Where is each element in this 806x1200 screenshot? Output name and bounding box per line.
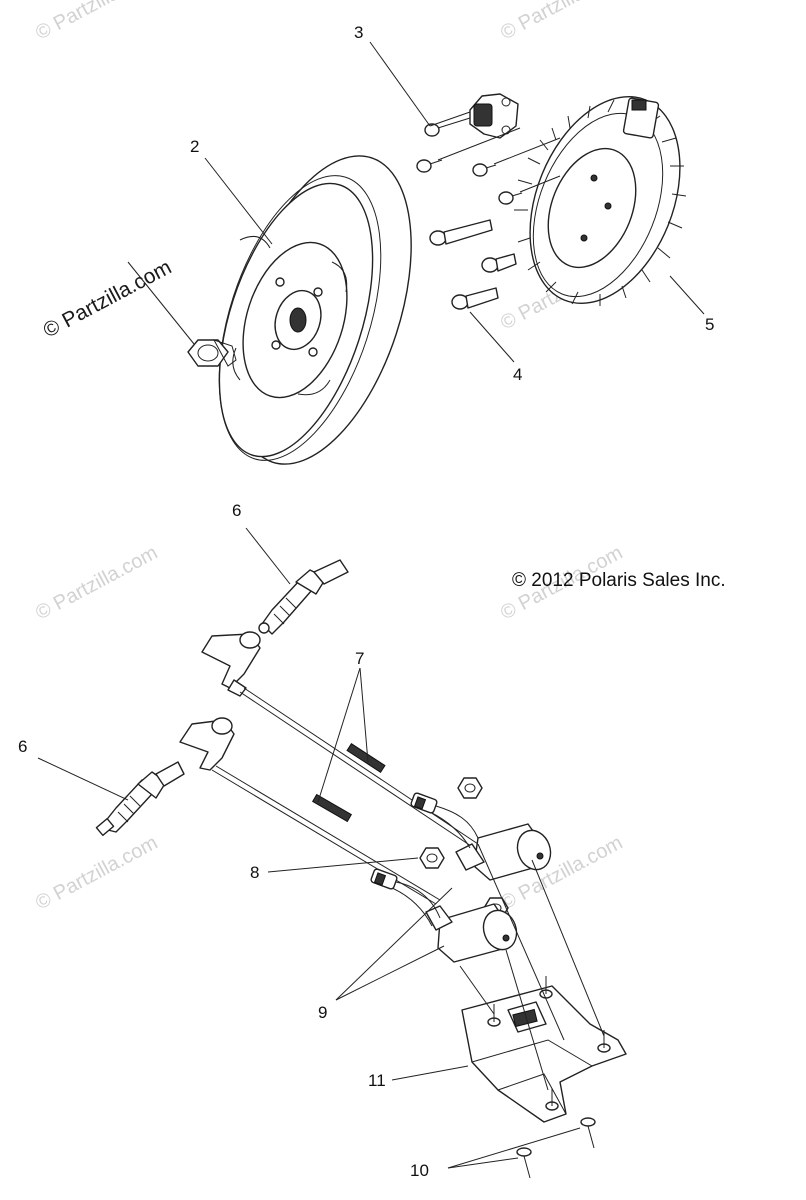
watermark-main: © Partzilla.com: [40, 256, 176, 343]
flywheel-icon: [218, 155, 412, 465]
copyright-notice: © 2012 Polaris Sales Inc.: [512, 570, 726, 591]
callout-10: 10: [410, 1161, 429, 1180]
callout-8: 8: [250, 863, 259, 882]
watermark-text: © Partzilla.com: [32, 832, 161, 915]
spark-plug-icon: [258, 559, 349, 635]
callout-2: 2: [190, 137, 199, 156]
mounting-bracket-icon: [461, 976, 627, 1123]
callout-6: 6: [18, 737, 27, 756]
plug-wire-icon: [179, 631, 485, 905]
rivet-icon: [580, 1117, 596, 1149]
spark-plug-icon: [95, 761, 185, 837]
callout-5: 5: [705, 315, 714, 334]
watermark-text: © Partzilla.com: [32, 542, 161, 625]
watermark-text: © Partzilla.com: [32, 0, 161, 44]
callout-6: 6: [232, 501, 241, 520]
stator-icon: [514, 95, 687, 306]
watermark-group: © Partzilla.com © Partzilla.com © Partzi…: [32, 0, 626, 914]
nut-icon: [457, 777, 483, 799]
callout-11: 11: [368, 1071, 386, 1090]
ignition-coil-icon: [370, 868, 518, 963]
callout-3: 3: [354, 23, 363, 42]
sensor-icon: [469, 93, 519, 139]
nut-icon: [419, 847, 445, 869]
watermark-text: © Partzilla.com: [497, 0, 626, 44]
ignition-coil-icon: [410, 792, 552, 881]
callout-4: 4: [513, 365, 522, 384]
callout-9: 9: [318, 1003, 327, 1022]
callout-7: 7: [355, 649, 364, 668]
callout-labels: 3 2 4 5 6 6 7 8 9 11 10: [18, 23, 714, 1180]
rivet-icon: [516, 1147, 532, 1179]
leader-lines: [37, 41, 705, 1169]
bolt-icon: [416, 117, 523, 310]
flywheel-nut-icon: [187, 339, 237, 367]
